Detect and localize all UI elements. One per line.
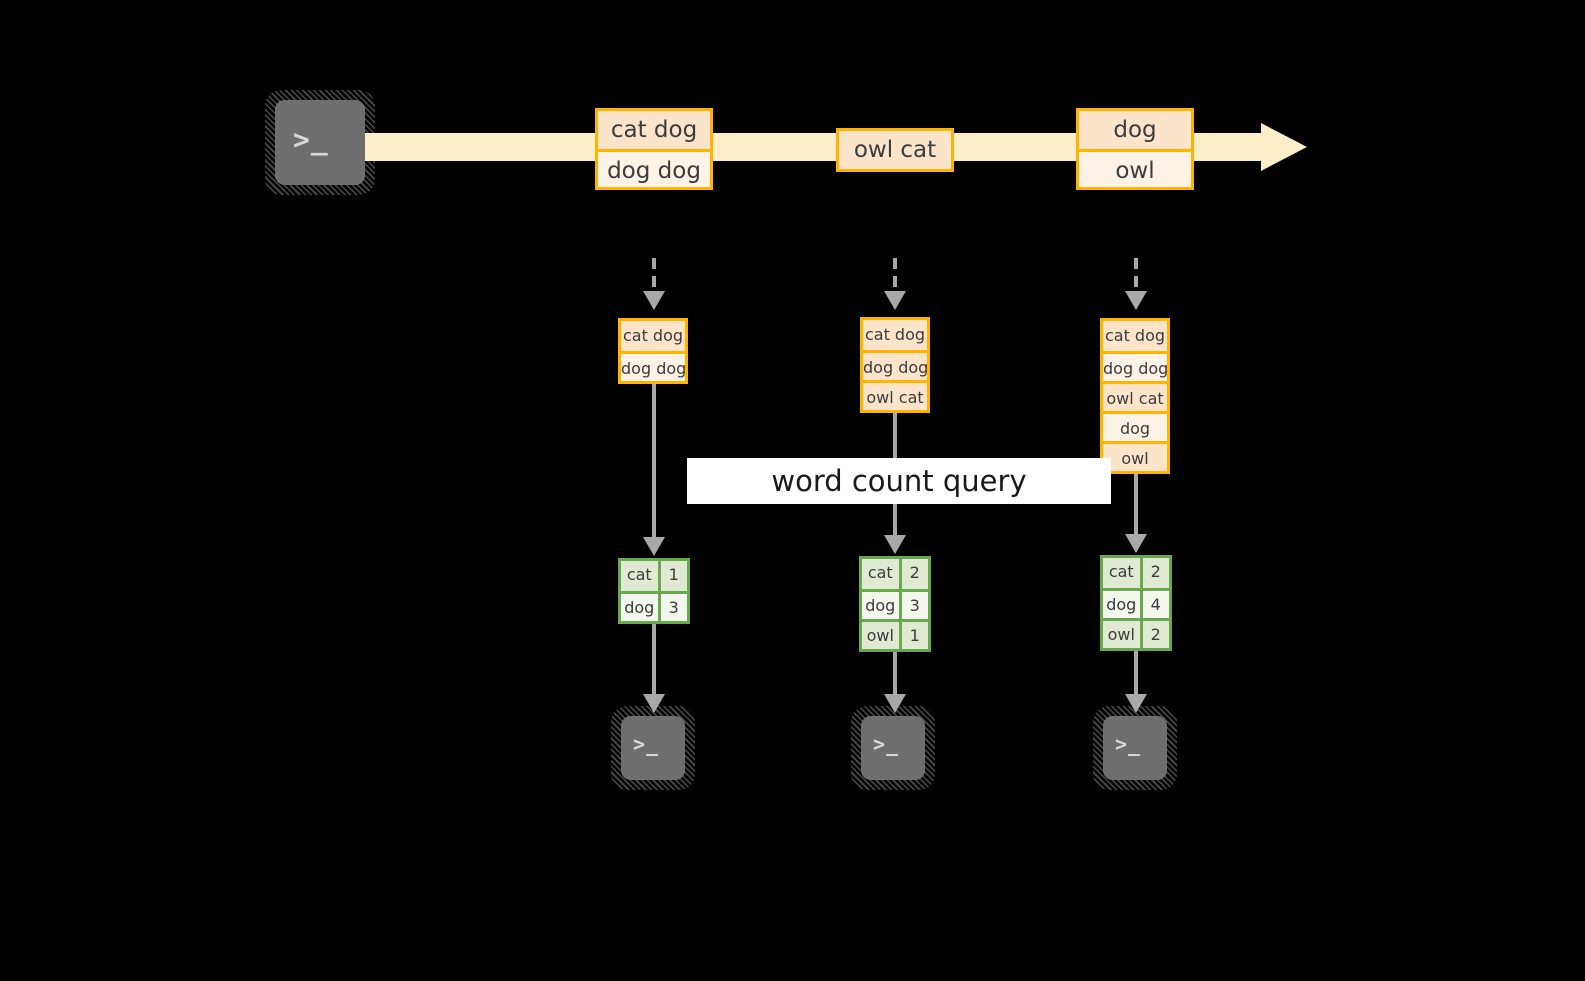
result-out-arrowhead-3 [1125,694,1147,713]
stream-record-1: cat dog dog dog [595,108,713,190]
terminal-prompt-glyph: >_ [633,732,660,756]
result-word: cat [621,561,661,591]
result-count: 4 [1142,591,1169,618]
query-label-text: word count query [771,464,1027,498]
snapshot-tap-line-3 [1134,258,1138,294]
state-line: owl [1103,441,1167,471]
record-line: dog [1079,111,1191,149]
query-flow-arrowhead-1 [643,537,665,556]
state-line: dog dog [1103,351,1167,381]
result-row: dog 3 [862,589,928,619]
query-flow-line-1 [652,384,656,539]
stream-source-terminal-icon: >_ [265,90,375,195]
record-line: dog dog [598,149,710,187]
record-line: owl [1079,149,1191,187]
result-out-arrowhead-1 [643,694,665,713]
result-count: 2 [1142,558,1169,588]
result-word: dog [1103,591,1143,618]
terminal-prompt-glyph: >_ [293,123,329,156]
result-row: owl 2 [1103,618,1169,648]
state-line: dog dog [863,350,927,380]
sink-terminal-icon-1: >_ [611,706,695,790]
state-line: cat dog [621,321,685,351]
query-label: word count query [687,458,1111,504]
snapshot-tap-line-1 [652,258,656,294]
snapshot-tap-line-2 [893,258,897,294]
result-row: cat 2 [1103,558,1169,588]
query-flow-arrowhead-2 [884,535,906,554]
sink-terminal-icon-3: >_ [1093,706,1177,790]
result-word: dog [621,594,661,621]
state-line: cat dog [863,320,927,350]
result-count: 2 [901,559,928,589]
result-row: dog 3 [621,591,687,621]
terminal-body [1103,716,1167,780]
result-word: cat [862,559,902,589]
result-count: 1 [660,561,687,591]
terminal-body [621,716,685,780]
terminal-prompt-glyph: >_ [873,732,900,756]
state-line: dog [1103,411,1167,441]
result-out-line-2 [893,652,897,697]
terminal-body [861,716,925,780]
state-line: cat dog [1103,321,1167,351]
terminal-body [275,100,365,185]
result-count: 3 [901,592,928,619]
terminal-prompt-glyph: >_ [1115,732,1142,756]
result-out-line-3 [1134,651,1138,697]
result-row: owl 1 [862,619,928,649]
result-out-line-1 [652,624,656,697]
state-line: owl cat [1103,381,1167,411]
state-box-3: cat dog dog dog owl cat dog owl [1100,318,1170,474]
result-table-3: cat 2 dog 4 owl 2 [1100,555,1172,651]
result-count: 3 [660,594,687,621]
stream-record-3: dog owl [1076,108,1194,190]
result-row: cat 2 [862,559,928,589]
sink-terminal-icon-2: >_ [851,706,935,790]
state-line: owl cat [863,380,927,410]
result-row: cat 1 [621,561,687,591]
result-word: owl [862,622,902,649]
record-line: cat dog [598,111,710,149]
stream-record-2: owl cat [836,128,954,172]
record-line: owl cat [839,131,951,169]
result-row: dog 4 [1103,588,1169,618]
snapshot-tap-arrowhead-3 [1125,291,1147,310]
snapshot-tap-arrowhead-1 [643,291,665,310]
result-word: owl [1103,621,1143,648]
result-count: 2 [1142,621,1169,648]
state-box-1: cat dog dog dog [618,318,688,384]
snapshot-tap-arrowhead-2 [884,291,906,310]
state-box-2: cat dog dog dog owl cat [860,317,930,413]
result-word: cat [1103,558,1143,588]
query-flow-arrowhead-3 [1125,534,1147,553]
result-out-arrowhead-2 [884,694,906,713]
result-word: dog [862,592,902,619]
query-flow-line-3 [1134,474,1138,536]
stream-arrow-head [1261,123,1307,171]
result-count: 1 [901,622,928,649]
result-table-2: cat 2 dog 3 owl 1 [859,556,931,652]
state-line: dog dog [621,351,685,381]
result-table-1: cat 1 dog 3 [618,558,690,624]
